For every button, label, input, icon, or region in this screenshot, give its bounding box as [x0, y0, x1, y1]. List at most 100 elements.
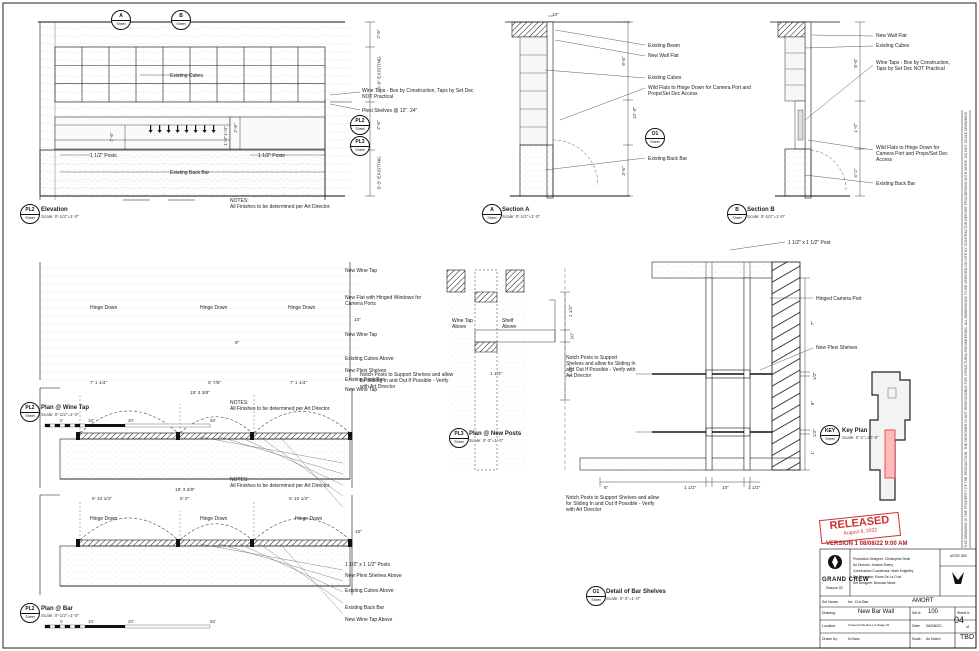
- credit: Set Decorator: Esme De La Cruz: [853, 575, 902, 579]
- dim: 5' 7/8": [208, 381, 222, 386]
- dim: 1 1/2": [748, 486, 761, 491]
- field-location: Universal Studios Lot Stage 22: [848, 623, 890, 627]
- credit: Production Designer: Christopher Desk: [853, 557, 911, 561]
- version-line: VERSION 1 08/08/22 9:00 AM: [826, 541, 908, 547]
- note-notch-posts: Notch Posts to Support Shelves and allow…: [566, 355, 636, 379]
- scale-section-a: Scale: 0'-1/2"=1'-0": [502, 214, 541, 219]
- callout-back-bar: Existing Back Bar: [170, 170, 210, 176]
- cube-cell: [297, 83, 326, 103]
- callout: Existing Back Bar: [876, 181, 916, 187]
- dim: 19' 3 3/8": [175, 488, 195, 493]
- callout: New Plexi Shelves: [345, 368, 387, 374]
- dim: 5' 0": [180, 497, 190, 502]
- wine-tap-mark: [175, 130, 180, 133]
- title-elevation: Elevation: [41, 207, 68, 213]
- dim: 3'-3" EXISTING: [377, 156, 383, 190]
- post-marker: [176, 432, 180, 440]
- dim: 1'-0": [223, 126, 229, 136]
- dim: 2'-6": [376, 29, 382, 39]
- dim: 8'-6": [853, 58, 859, 68]
- callout: New Wine Tap: [345, 332, 378, 338]
- production-logo: [828, 555, 842, 569]
- hinge-label: Hinge Down: [90, 305, 118, 311]
- callout-wine-taps: Wine Taps - Box by Construction, Taps by…: [362, 88, 474, 100]
- post-marker: [76, 432, 80, 440]
- callout: Existing Back Bar: [345, 377, 385, 383]
- dim: 4'-2": [853, 168, 859, 178]
- wine-tap-mark: [184, 130, 189, 133]
- notes-text: All Finishes to be determined per Art Di…: [230, 406, 331, 412]
- ref-code: AMORT: [912, 598, 934, 604]
- hinge-arc: [179, 416, 253, 434]
- field-set-no: 100: [928, 609, 939, 615]
- scale-section-b: Scale: 0'-1/2"=1'-0": [747, 214, 786, 219]
- wine-tap-mark: [195, 125, 197, 130]
- scale-bar-label: 20': [128, 418, 134, 423]
- scale-elevation: Scale: 0'-1/2"=1'-0": [41, 214, 80, 219]
- callout-post-right: 1 1/2" Posts: [258, 153, 285, 159]
- shelf-notch: [705, 427, 751, 437]
- title-plan-wine-tap: Plan @ Wine Tap: [41, 405, 90, 411]
- show-name: GRAND CREW: [822, 577, 869, 583]
- plans-visible: [39, 387, 353, 629]
- field-sheet-total: TBD: [960, 634, 974, 641]
- dim: 1 1/2": [490, 372, 503, 377]
- dim: 2'-6": [233, 123, 239, 133]
- season: Season 02: [826, 586, 843, 590]
- dim: 6'-9" EXISTING: [377, 56, 383, 90]
- dim: 1/2": [813, 428, 819, 438]
- wine-tap-mark: [148, 130, 153, 133]
- field-scale: As Noted: [926, 637, 941, 641]
- disclaimer-text: THIS DRAWING IS THE PROPERTY OF THE PROD…: [964, 112, 968, 548]
- hinge-label: Hinge Down: [200, 516, 228, 522]
- dim: 1'-0": [223, 136, 229, 146]
- wine-tap-mark: [159, 125, 161, 130]
- callout: 1 1/2" x 1 1/2" Posts: [345, 562, 390, 568]
- dim: 1 1/2": [569, 304, 575, 318]
- shelf-notch: [705, 369, 751, 379]
- post-marker: [348, 539, 352, 547]
- scale-bar-label: 0: [60, 619, 63, 624]
- scale-bar-label: 50': [210, 619, 216, 624]
- label: Set Name:: [822, 600, 839, 604]
- label-wine-tap-above: Wine Tap Above: [452, 318, 473, 330]
- scale-plan-posts: Scale: 0'-3"=1'-0": [469, 438, 504, 443]
- hinge-label: Hinge Down: [295, 516, 323, 522]
- union-logo: [952, 572, 964, 584]
- callout-plexi: Plexi Shelves @ 12", 24": [362, 108, 418, 114]
- title-detail: Detail of Bar Shelves: [606, 589, 666, 595]
- wine-tap-mark: [157, 130, 162, 133]
- plan-view: [39, 387, 353, 508]
- notes-title: NOTES:: [230, 198, 249, 204]
- hinge-label: Hinge Down: [90, 516, 118, 522]
- label: Sheet #:: [957, 611, 971, 615]
- wine-tap-mark: [202, 130, 207, 133]
- post-marker: [250, 539, 254, 547]
- callout: Existing Cubes Above: [345, 588, 394, 594]
- dim: 9": [811, 400, 817, 406]
- callout: Wine Taps - Box by Construction, Taps by…: [876, 60, 950, 72]
- wine-tap-mark: [213, 125, 215, 130]
- section-b-drawing: [770, 21, 874, 199]
- union-badge: IATSE 800: [950, 554, 967, 558]
- label: Date:: [912, 624, 921, 628]
- callout: Existing Back Bar: [345, 605, 385, 611]
- credit: Construction Coordinator: Mark Knightley: [853, 569, 914, 573]
- hinge-arc: [253, 411, 351, 434]
- dim: 1': [810, 451, 816, 455]
- plan-wine-tap-drawing: [39, 262, 360, 382]
- callout: New Wall Flat: [876, 33, 907, 39]
- credit: Set Designer: Brandon Mane: [853, 581, 896, 585]
- label: Drawing:: [822, 611, 836, 615]
